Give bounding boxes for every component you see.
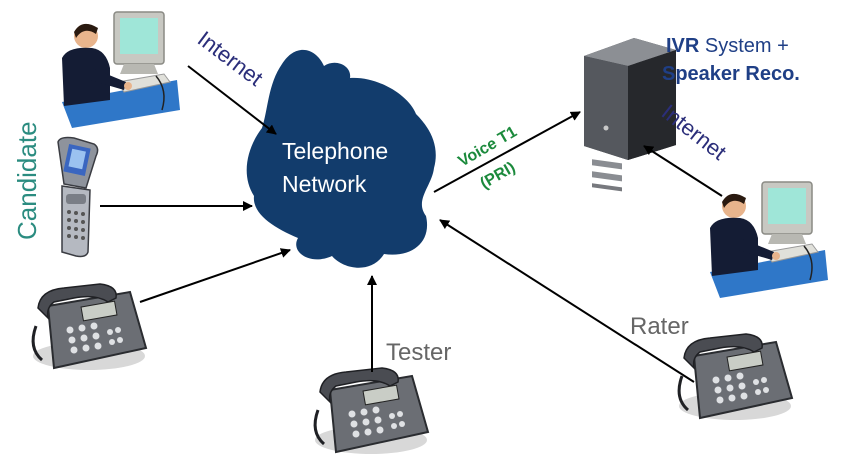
label-speaker-reco: Speaker Reco. [662,63,800,85]
label-ivr-rest: System + [699,35,788,57]
label-ivr-system: IVR System + [666,35,789,57]
arrow-internet-to-ivr [643,145,723,197]
label-candidate: Candidate [12,121,42,240]
computer-user-icon-rater [699,179,831,301]
cloud-label-telephone: Telephone [282,138,388,164]
arrow-internet-to-network [187,65,277,135]
cloud-label-network: Network [282,171,367,197]
arrow-rater-to-network [439,219,695,383]
arrow-network-to-ivr [433,111,581,193]
arrow-deskphone-to-network [139,248,291,303]
label-internet-left: Internet [193,26,268,91]
label-tester: Tester [386,339,451,366]
label-ivr-bold: IVR [666,35,700,57]
flip-phone-icon [57,136,99,258]
desk-phone-icon-candidate [31,282,148,372]
label-rater: Rater [630,313,689,340]
desk-phone-icon-tester [313,366,430,456]
computer-user-icon-candidate [51,9,183,131]
server-tower-icon [584,38,676,192]
telephone-network-cloud [246,49,436,268]
desk-phone-icon-rater [677,332,794,422]
